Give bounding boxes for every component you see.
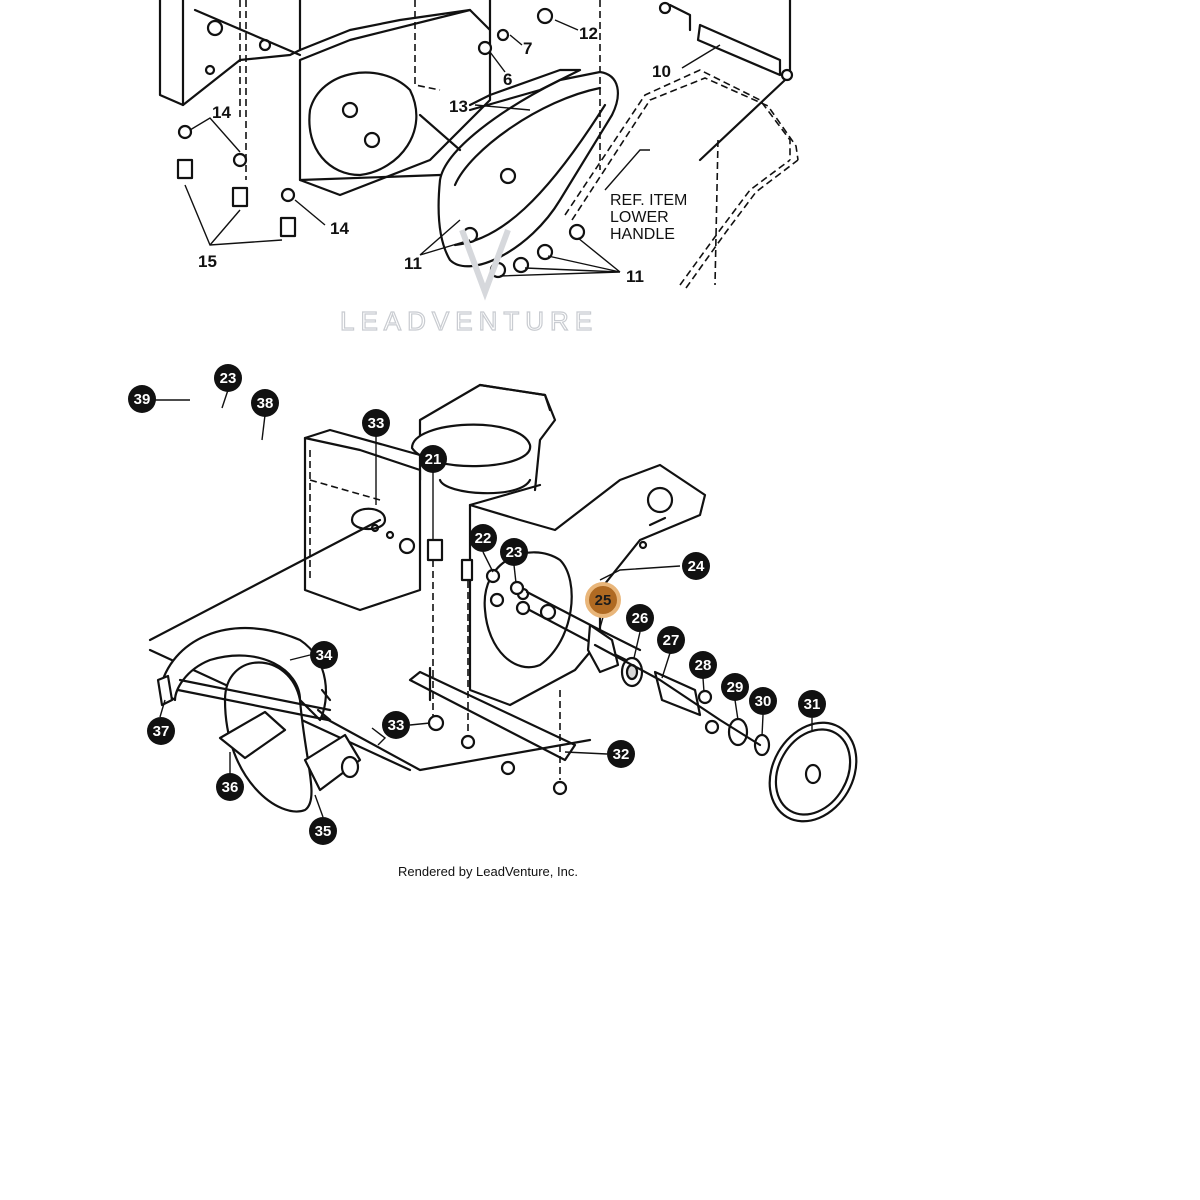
svg-text:26: 26 [632, 610, 649, 627]
render-credit: Rendered by LeadVenture, Inc. [398, 864, 578, 879]
callout-38[interactable]: 38 [251, 389, 279, 417]
svg-text:22: 22 [475, 530, 492, 547]
watermark-text: LEADVENTURE [340, 306, 598, 336]
svg-text:36: 36 [222, 779, 239, 796]
label-14b: 14 [330, 219, 349, 238]
svg-text:29: 29 [727, 679, 744, 696]
svg-text:28: 28 [695, 657, 712, 674]
svg-text:39: 39 [134, 391, 151, 408]
label-12: 12 [579, 24, 598, 43]
ref-note-line3: HANDLE [610, 226, 675, 243]
svg-text:23: 23 [506, 544, 523, 561]
svg-text:37: 37 [153, 723, 170, 740]
callout-26[interactable]: 26 [626, 604, 654, 632]
callout-22[interactable]: 22 [469, 524, 497, 552]
callout-36[interactable]: 36 [216, 773, 244, 801]
callout-badges: 39 23 38 33 21 22 23 24 25 26 27 28 29 3… [128, 364, 826, 845]
svg-text:21: 21 [425, 451, 442, 468]
callout-32[interactable]: 32 [607, 740, 635, 768]
callout-21[interactable]: 21 [419, 445, 447, 473]
svg-text:25: 25 [595, 592, 612, 609]
callout-37[interactable]: 37 [147, 717, 175, 745]
callout-39[interactable]: 39 [128, 385, 156, 413]
callout-34[interactable]: 34 [310, 641, 338, 669]
top-part-labels: 12 7 6 10 13 14 14 15 11 11 REF. ITEM LO… [198, 24, 687, 286]
svg-text:31: 31 [804, 696, 821, 713]
ref-note-line1: REF. ITEM [610, 192, 687, 209]
callout-25-highlighted[interactable]: 25 [585, 582, 621, 618]
svg-text:34: 34 [316, 647, 333, 664]
callout-35[interactable]: 35 [309, 817, 337, 845]
svg-text:38: 38 [257, 395, 274, 412]
callout-30[interactable]: 30 [749, 687, 777, 715]
callout-29[interactable]: 29 [721, 673, 749, 701]
label-14a: 14 [212, 103, 231, 122]
callout-23-left[interactable]: 23 [214, 364, 242, 392]
label-6: 6 [503, 70, 512, 89]
label-7: 7 [523, 39, 532, 58]
label-11b: 11 [626, 267, 644, 286]
bottom-assembly-drawing [148, 383, 858, 823]
svg-text:30: 30 [755, 693, 772, 710]
top-assembly-drawing [158, 0, 799, 289]
callout-23-right[interactable]: 23 [500, 538, 528, 566]
callout-28[interactable]: 28 [689, 651, 717, 679]
label-13: 13 [449, 97, 468, 116]
callout-33-lower[interactable]: 33 [382, 711, 410, 739]
callout-27[interactable]: 27 [657, 626, 685, 654]
callout-31[interactable]: 31 [798, 690, 826, 718]
svg-text:32: 32 [613, 746, 630, 763]
label-15: 15 [198, 252, 217, 271]
svg-text:27: 27 [663, 632, 680, 649]
svg-text:33: 33 [368, 415, 385, 432]
label-11a: 11 [404, 254, 422, 273]
callout-33-upper[interactable]: 33 [362, 409, 390, 437]
svg-text:24: 24 [688, 558, 705, 575]
watermark: LEADVENTURE [339, 228, 598, 337]
label-10: 10 [652, 62, 671, 81]
svg-text:23: 23 [220, 370, 237, 387]
svg-text:33: 33 [388, 717, 405, 734]
ref-note-line2: LOWER [610, 209, 669, 226]
svg-text:35: 35 [315, 823, 332, 840]
callout-24[interactable]: 24 [682, 552, 710, 580]
